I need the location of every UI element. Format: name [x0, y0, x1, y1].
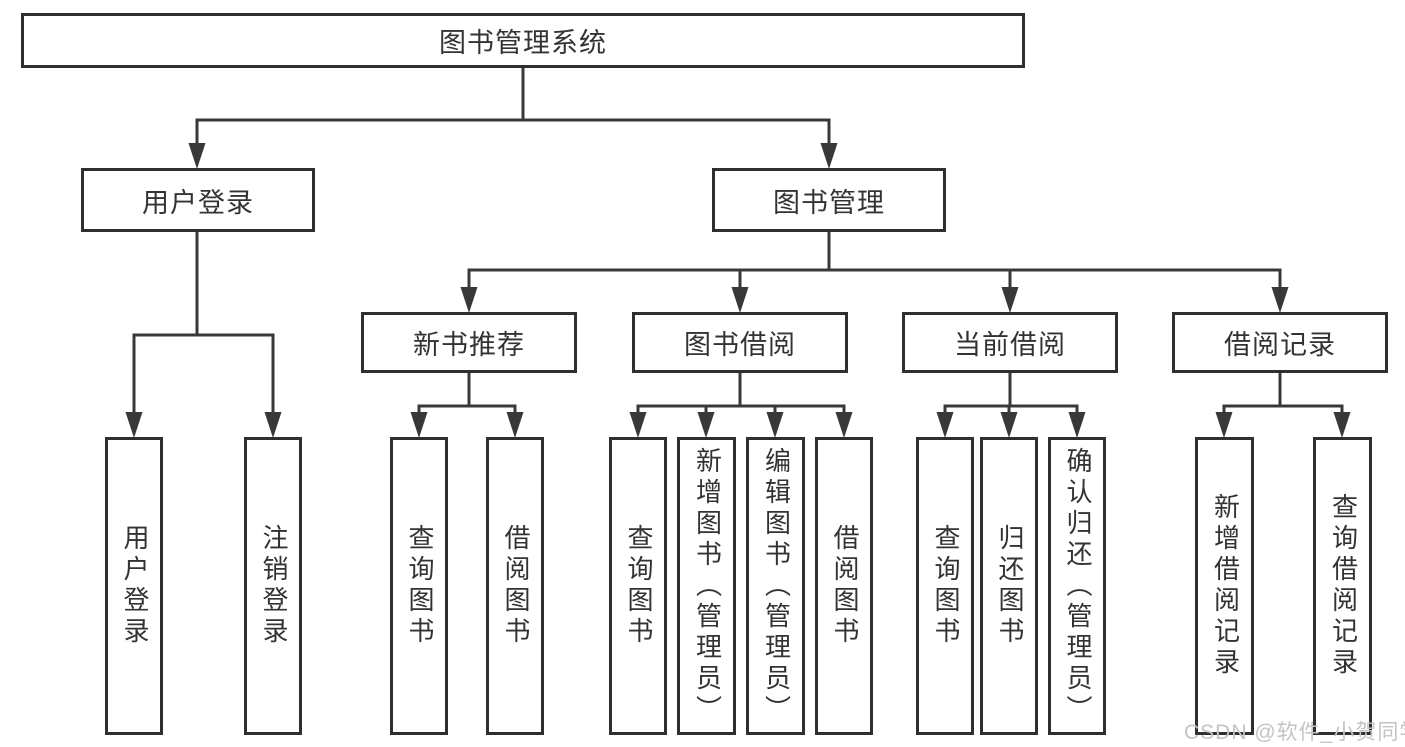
- leaf-label: 新增图书（管理员）: [692, 446, 723, 726]
- leaf-label: 查询图书: [930, 524, 961, 648]
- node-root: 图书管理系统: [21, 13, 1025, 68]
- leaf-query-books-recommend: 查询图书: [390, 437, 448, 735]
- node-current-borrow: 当前借阅: [902, 312, 1118, 373]
- leaf-label: 查询借阅记录: [1328, 493, 1359, 679]
- arrowheads: [125, 143, 1351, 438]
- leaf-label: 新增借阅记录: [1210, 493, 1241, 679]
- leaf-logout: 注销登录: [244, 437, 302, 735]
- leaf-label: 归还图书: [994, 524, 1025, 648]
- leaf-query-books-borrow: 查询图书: [609, 437, 667, 735]
- leaf-label: 用户登录: [119, 524, 150, 648]
- node-new-book-recommend: 新书推荐: [361, 312, 577, 373]
- leaf-label: 借阅图书: [500, 524, 531, 648]
- node-book-borrow: 图书借阅: [632, 312, 848, 373]
- leaf-label: 编辑图书（管理员）: [761, 446, 792, 726]
- leaf-label: 注销登录: [258, 524, 289, 648]
- leaf-label: 确认归还（管理员）: [1062, 446, 1093, 726]
- leaf-query-borrow-record: 查询借阅记录: [1313, 437, 1372, 735]
- leaf-label: 查询图书: [404, 524, 435, 648]
- leaf-borrow-books-recommend: 借阅图书: [486, 437, 544, 735]
- leaf-return-books: 归还图书: [980, 437, 1038, 735]
- node-user-login: 用户登录: [81, 168, 315, 232]
- leaf-borrow-books: 借阅图书: [815, 437, 873, 735]
- watermark: CSDN @软件_小贺同学: [1184, 721, 1405, 744]
- leaf-label: 查询图书: [623, 524, 654, 648]
- leaf-edit-book-admin: 编辑图书（管理员）: [746, 437, 805, 735]
- leaf-query-books-current: 查询图书: [916, 437, 974, 735]
- leaf-label: 借阅图书: [829, 524, 860, 648]
- leaf-confirm-return-admin: 确认归还（管理员）: [1048, 437, 1106, 735]
- leaf-user-login: 用户登录: [105, 437, 163, 735]
- leaf-add-book-admin: 新增图书（管理员）: [677, 437, 736, 735]
- node-borrow-records: 借阅记录: [1172, 312, 1388, 373]
- leaf-add-borrow-record: 新增借阅记录: [1195, 437, 1254, 735]
- node-book-management: 图书管理: [712, 168, 946, 232]
